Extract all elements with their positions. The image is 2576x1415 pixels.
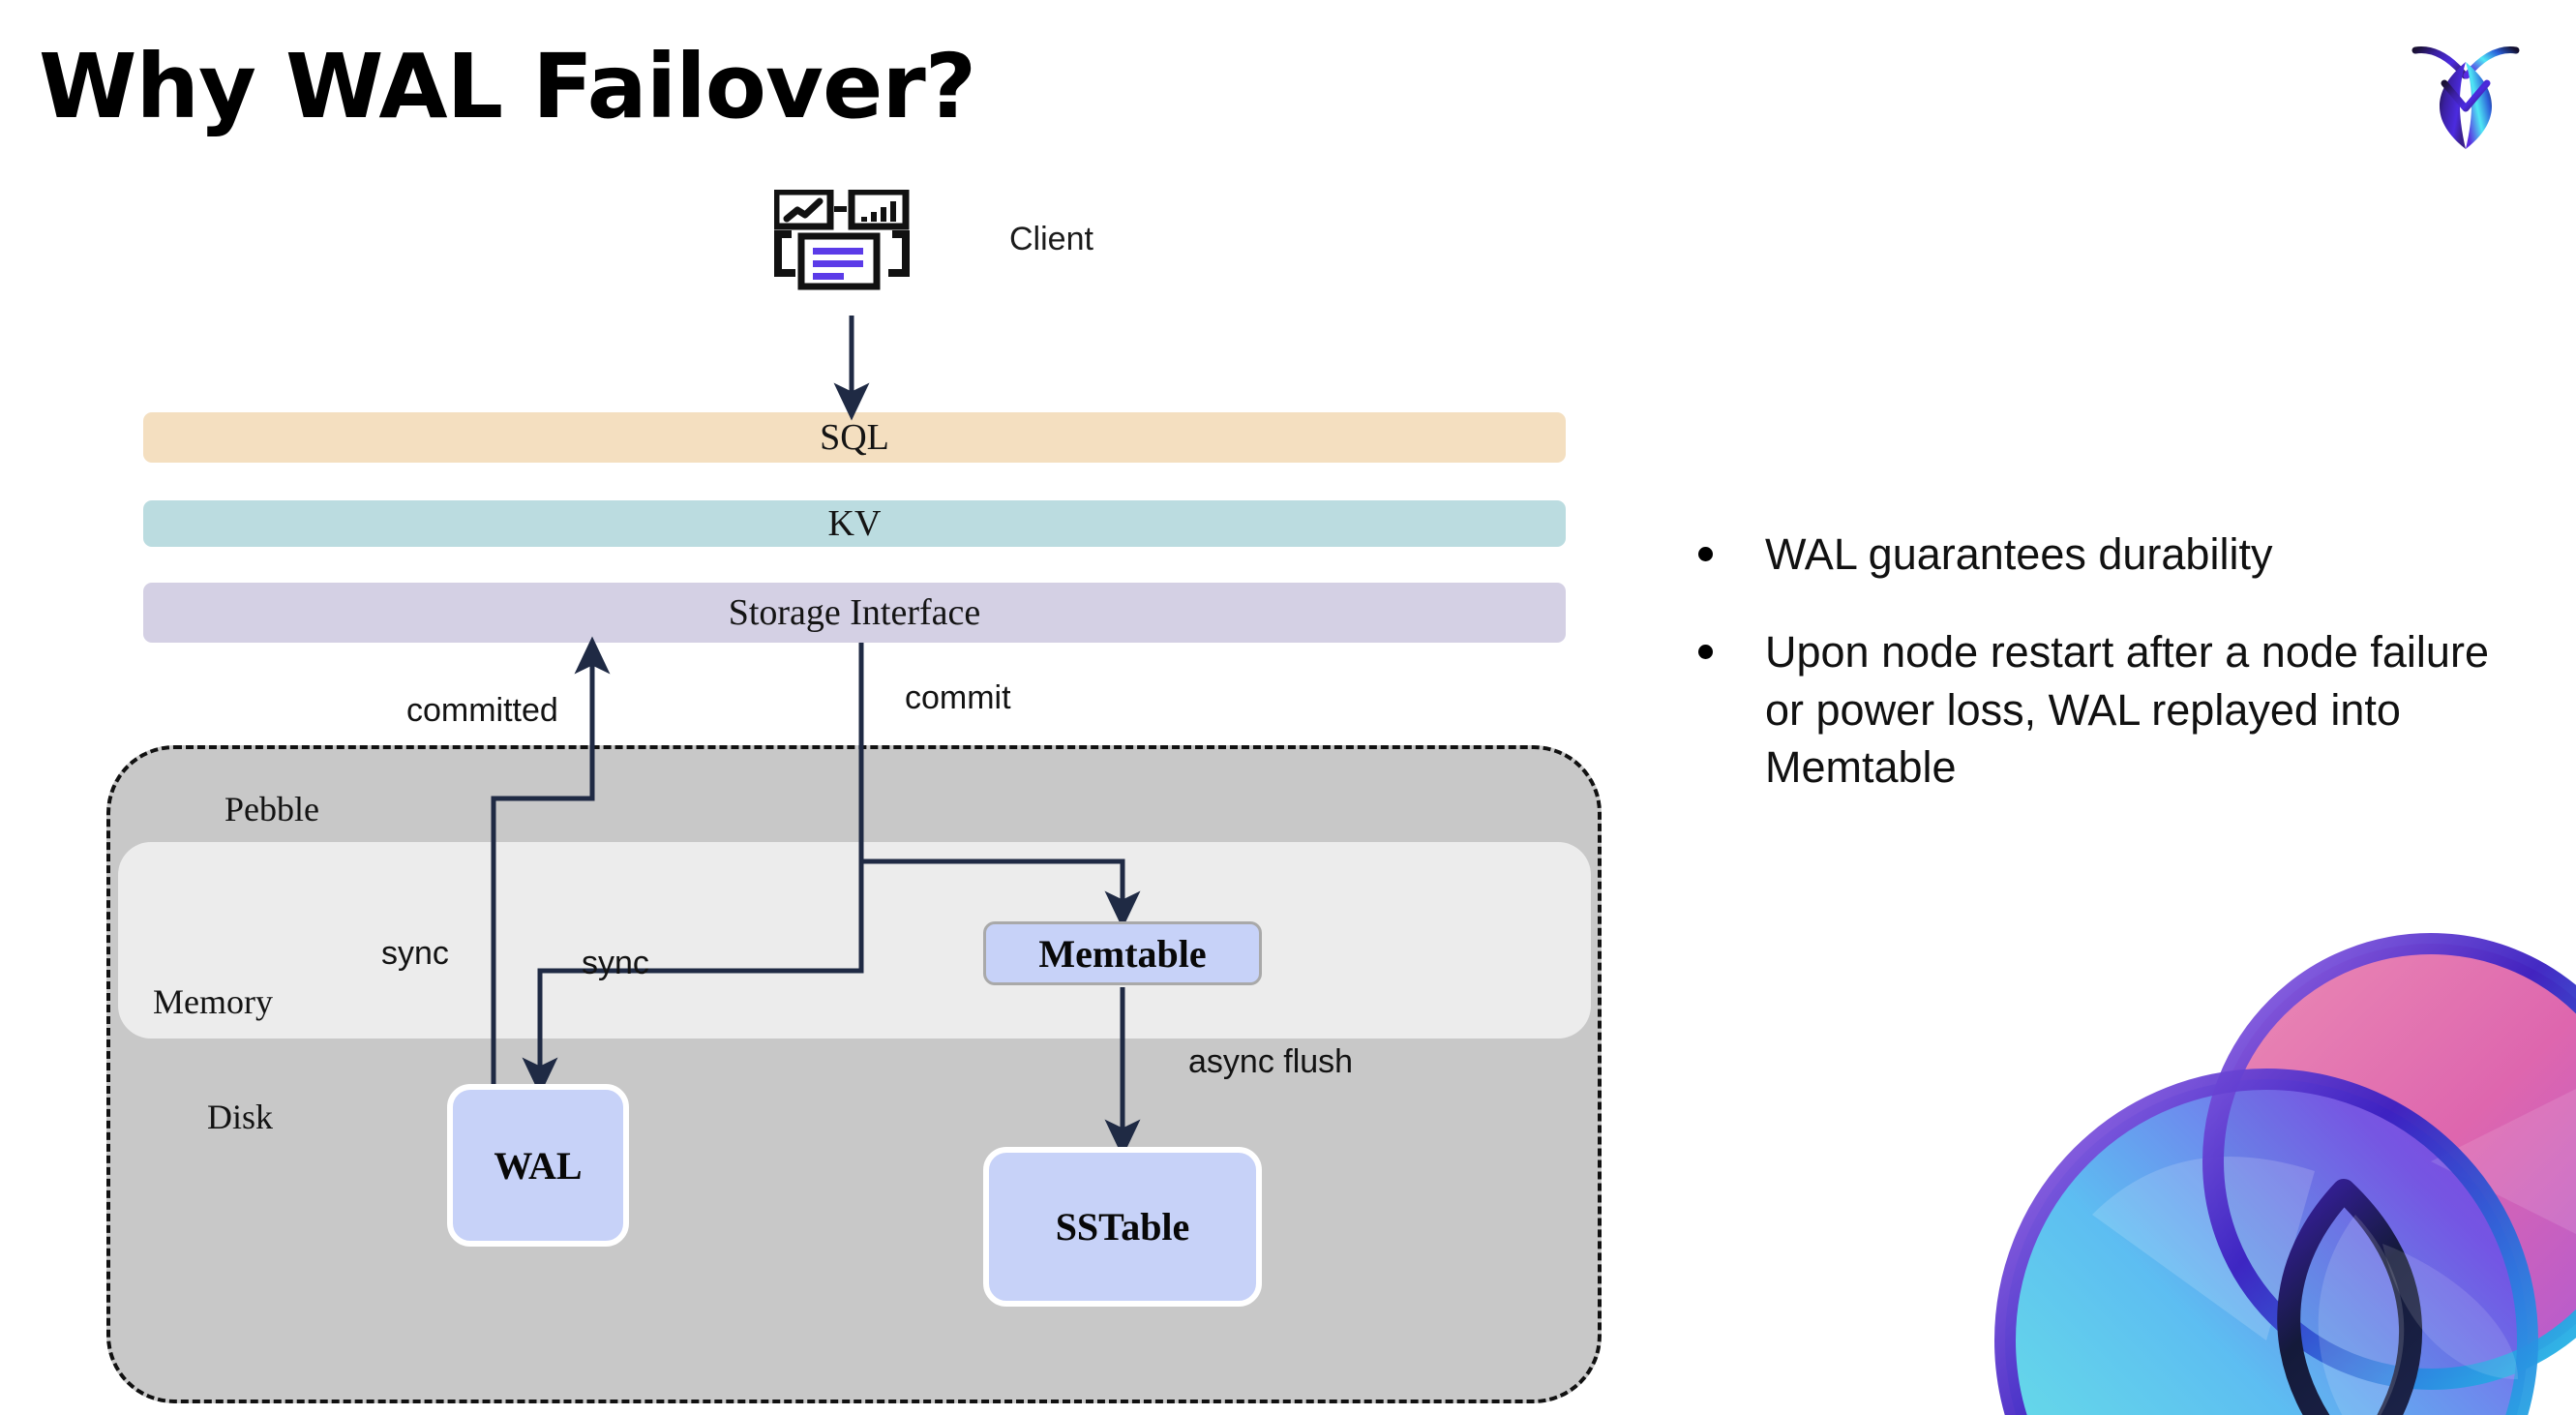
bullet-text: WAL guarantees durability bbox=[1765, 529, 2273, 579]
node-label-memtable: Memtable bbox=[1038, 931, 1207, 976]
client-label: Client bbox=[1009, 221, 1093, 257]
node-sstable: SSTable bbox=[983, 1147, 1262, 1307]
disk-label: Disk bbox=[207, 1098, 274, 1136]
layer-bar-kv: KV bbox=[143, 500, 1566, 547]
edge-label-sync-left: sync bbox=[381, 935, 449, 972]
bullet-text: Upon node restart after a node failure o… bbox=[1765, 627, 2489, 793]
layer-label-sql: SQL bbox=[820, 417, 889, 458]
cockroachdb-logo-icon bbox=[2408, 27, 2524, 155]
decorative-logo-graphic bbox=[1976, 924, 2576, 1415]
page-title: Why WAL Failover? bbox=[39, 35, 976, 138]
list-item: WAL guarantees durability bbox=[1698, 526, 2531, 583]
bullet-dot-icon bbox=[1698, 645, 1713, 660]
node-memtable: Memtable bbox=[983, 921, 1262, 985]
node-wal: WAL bbox=[447, 1084, 629, 1247]
list-item: Upon node restart after a node failure o… bbox=[1698, 623, 2531, 796]
bullet-dot-icon bbox=[1698, 547, 1713, 561]
node-label-sstable: SSTable bbox=[1055, 1205, 1190, 1249]
edge-label-committed: committed bbox=[406, 692, 558, 729]
layer-label-kv: KV bbox=[827, 503, 882, 544]
pebble-label: Pebble bbox=[225, 790, 319, 828]
memory-label: Memory bbox=[153, 982, 273, 1021]
client-icon bbox=[772, 188, 929, 316]
layer-bar-storage-interface: Storage Interface bbox=[143, 583, 1566, 643]
edge-label-commit: commit bbox=[905, 679, 1011, 716]
bullet-list: WAL guarantees durability Upon node rest… bbox=[1698, 526, 2531, 837]
edge-label-sync-right: sync bbox=[582, 945, 649, 981]
layer-bar-sql: SQL bbox=[143, 412, 1566, 463]
layer-label-storage-interface: Storage Interface bbox=[728, 592, 981, 633]
edge-label-async-flush: async flush bbox=[1188, 1043, 1354, 1080]
memory-region bbox=[118, 842, 1591, 1039]
node-label-wal: WAL bbox=[494, 1143, 583, 1188]
